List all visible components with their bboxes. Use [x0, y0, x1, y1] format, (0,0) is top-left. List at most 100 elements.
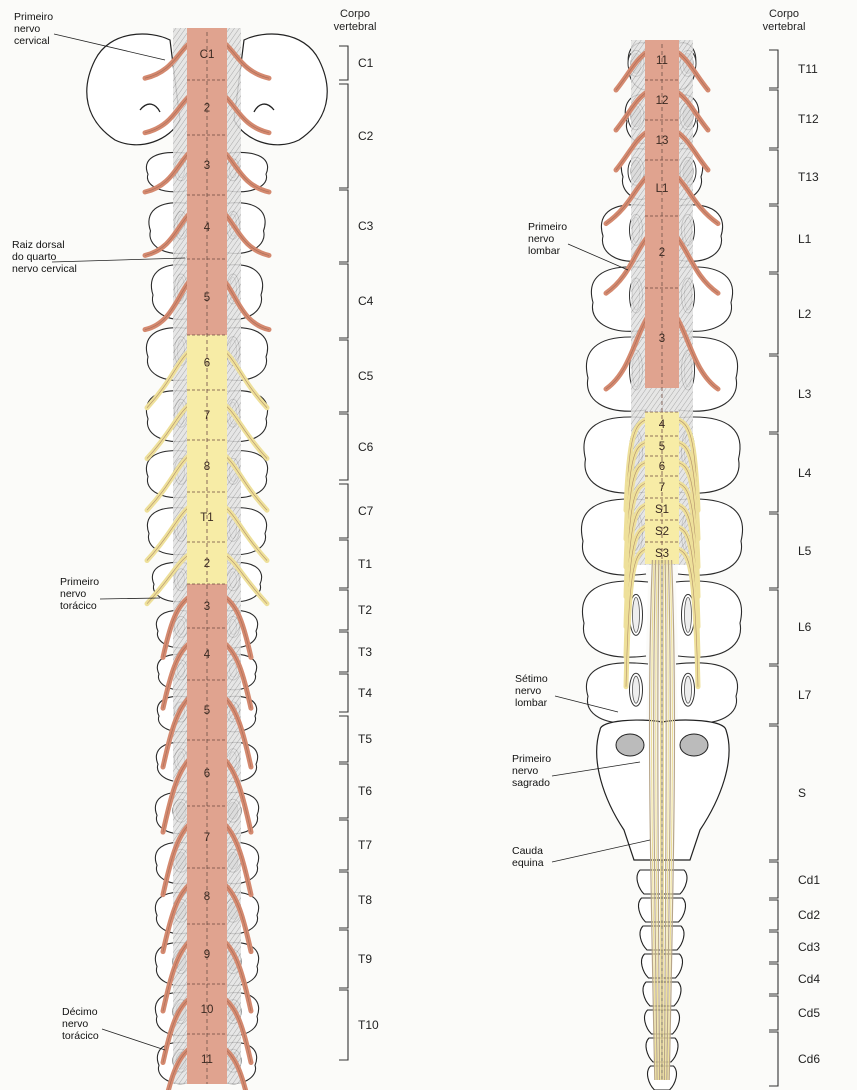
vertebra-label: T4 — [358, 686, 372, 700]
vertebra-label: C3 — [358, 219, 374, 233]
vertebra-label: C7 — [358, 504, 374, 518]
vertebra-label: Cd3 — [798, 940, 820, 954]
segment-label: 7 — [204, 410, 210, 422]
vertebra-label: C1 — [358, 56, 374, 70]
right-vertebral-brackets: T11T12T13L1L2L3L4L5L6L7SCd1Cd2Cd3Cd4Cd5C… — [769, 50, 820, 1086]
segment-label: 8 — [204, 891, 210, 903]
segment-label: 11 — [656, 55, 668, 67]
segment-label: 10 — [201, 1004, 214, 1016]
facet-inner-left — [633, 597, 640, 632]
vertebra-bracket — [339, 190, 348, 262]
annotation-text: nervo — [528, 233, 554, 245]
vertebra-bracket — [769, 932, 778, 962]
segment-label: 4 — [204, 649, 211, 661]
segment-label: 5 — [204, 292, 210, 304]
vertebra-label: Cd5 — [798, 1006, 820, 1020]
segment-label: 9 — [204, 949, 210, 961]
vertebra-label: Cd2 — [798, 908, 820, 922]
annotation-text: Décimo — [62, 1006, 98, 1018]
annotation-text: Primeiro — [528, 221, 567, 233]
sacral-wing-right — [680, 734, 708, 756]
vertebra-label: L5 — [798, 544, 812, 558]
vertebra-bracket — [339, 674, 348, 712]
vertebra-label: L2 — [798, 307, 812, 321]
vertebra-label: C4 — [358, 294, 374, 308]
vertebra-label: Cd4 — [798, 972, 820, 986]
annotation-text: Primeiro — [14, 11, 53, 23]
segment-label: 2 — [204, 558, 210, 570]
sacral-wing-left — [616, 734, 644, 756]
annotation-text: Cauda — [512, 845, 543, 857]
annotation-text: nervo — [515, 685, 541, 697]
segment-label: 4 — [204, 222, 211, 234]
vertebra-label: C6 — [358, 440, 374, 454]
column-header: vertebral — [334, 21, 377, 33]
segment-label: 11 — [201, 1054, 213, 1066]
segment-label: C1 — [200, 49, 215, 61]
vertebra-bracket — [769, 590, 778, 664]
vertebra-label: T8 — [358, 893, 372, 907]
leader-line — [52, 258, 185, 262]
vertebra-label: T6 — [358, 784, 372, 798]
facet-inner-left — [633, 676, 640, 703]
annotation-text: lombar — [515, 697, 548, 709]
facet-inner-right — [685, 676, 692, 703]
annotation-text: Raiz dorsal — [12, 239, 65, 251]
vertebra-bracket — [339, 716, 348, 762]
vertebra-bracket — [339, 414, 348, 480]
annotation-text: Sétimo — [515, 673, 548, 685]
vertebra-bracket — [339, 820, 348, 870]
vertebra-bracket — [339, 540, 348, 588]
segment-label: 2 — [659, 247, 665, 259]
vertebra-bracket — [339, 590, 348, 630]
segment-label: 7 — [659, 482, 665, 494]
vertebra-label: T13 — [798, 170, 819, 184]
annotation-text: torácico — [60, 600, 97, 612]
vertebra-label: L3 — [798, 387, 812, 401]
segment-label: 3 — [204, 160, 210, 172]
annotation-text: sagrado — [512, 777, 550, 789]
vertebra-bracket — [339, 84, 348, 188]
vertebra-label: C2 — [358, 129, 374, 143]
annotation-text: nervo — [60, 588, 86, 600]
vertebra-bracket — [769, 996, 778, 1030]
leader-line — [102, 1029, 165, 1050]
vertebra-bracket — [769, 726, 778, 860]
column-header: Corpo — [769, 8, 799, 20]
vertebra-bracket — [769, 50, 778, 88]
vertebra-bracket — [339, 872, 348, 928]
vertebra-label: L4 — [798, 466, 812, 480]
annotation-text: nervo cervical — [12, 263, 77, 275]
vertebra-label: Cd6 — [798, 1052, 820, 1066]
annotation-text: nervo — [512, 765, 538, 777]
column-header: Corpo — [340, 8, 370, 20]
vertebra-label: T12 — [798, 112, 819, 126]
segment-label: 3 — [204, 601, 210, 613]
segment-label: 2 — [204, 103, 210, 115]
vertebra-bracket — [769, 514, 778, 588]
segment-label: 7 — [204, 832, 210, 844]
right-panel-thoracolumbar-sacral-caudal: 111213L1234567S1S2S3CorpovertebralT11T12… — [512, 8, 820, 1090]
segment-label: 13 — [656, 135, 669, 147]
vertebra-label: T2 — [358, 603, 372, 617]
vertebra-bracket — [339, 930, 348, 988]
annotation-text: equina — [512, 857, 544, 869]
vertebra-bracket — [339, 484, 348, 538]
vertebra-label: T1 — [358, 557, 372, 571]
facet-inner-right — [685, 597, 692, 632]
vertebra-bracket — [339, 764, 348, 818]
vertebra-bracket — [769, 1032, 778, 1086]
vertebra-bracket — [769, 964, 778, 994]
vertebra-bracket — [339, 46, 348, 80]
vertebra-bracket — [769, 356, 778, 432]
vertebra-label: T7 — [358, 838, 372, 852]
vertebra-label: L6 — [798, 620, 812, 634]
segment-label: 6 — [659, 461, 665, 473]
annotation-text: lombar — [528, 245, 561, 257]
vertebra-label: L7 — [798, 688, 812, 702]
vertebra-label: T5 — [358, 732, 372, 746]
right-annotation: Caudaequina — [512, 840, 650, 869]
segment-label: 8 — [204, 461, 210, 473]
